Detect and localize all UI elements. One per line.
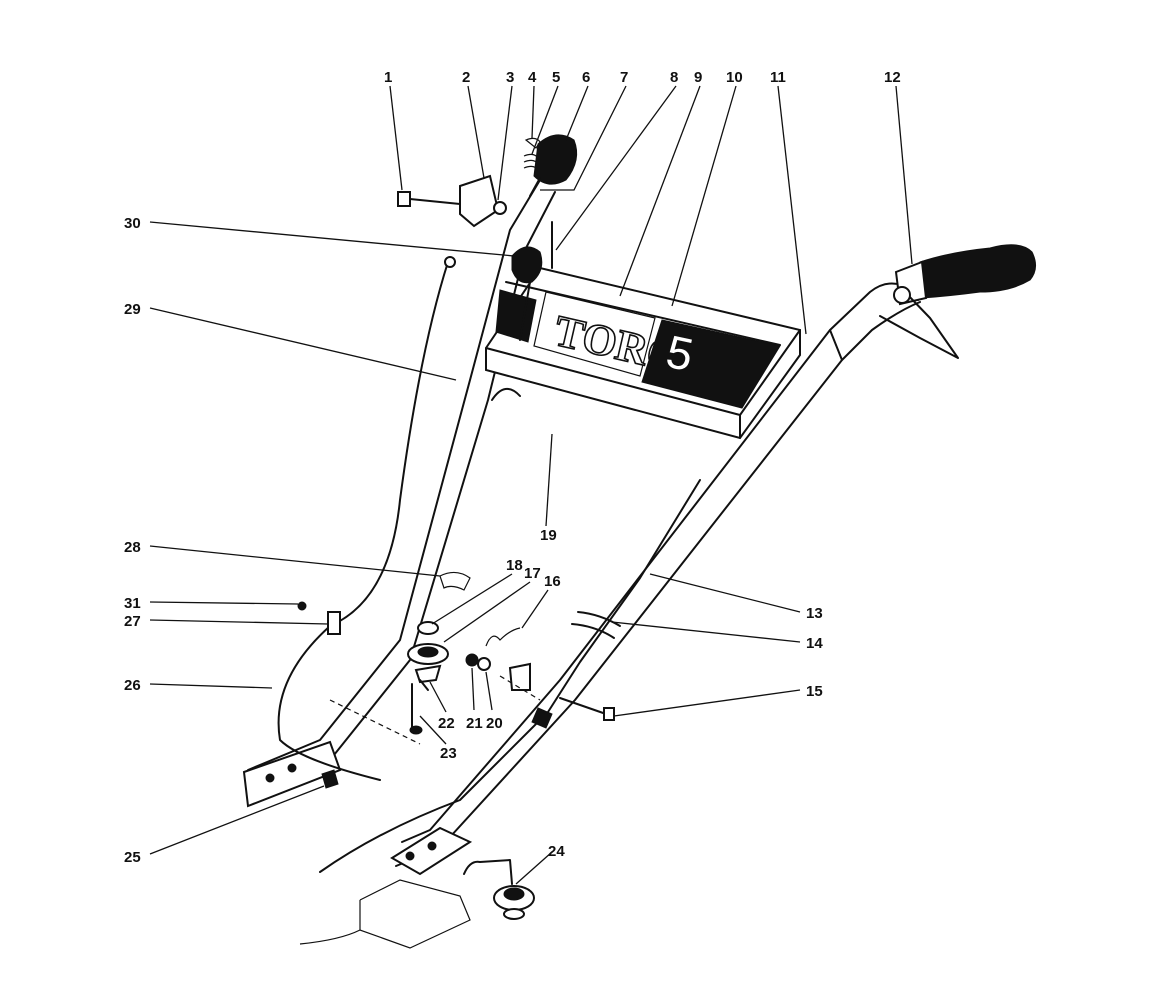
callout-1: 1 [384,69,392,86]
bolt-15 [559,697,615,721]
callout-23: 23 [440,745,457,762]
callout-13: 13 [806,605,823,622]
callout-29: 29 [124,301,141,318]
callout-19: 19 [540,527,557,544]
callout-21: 21 [466,715,483,732]
callout-18: 18 [506,557,523,574]
callout-17: 17 [524,565,541,582]
callout-20: 20 [486,715,503,732]
callout-7: 7 [620,69,628,86]
callout-4: 4 [528,69,537,86]
lower-parts [321,769,535,920]
control-panel: TORO 5 [485,266,801,440]
phantom-base [299,879,471,949]
right-cable [319,479,701,873]
shift-knobs [511,134,578,341]
callout-15: 15 [806,683,823,700]
callout-26: 26 [124,677,141,694]
callout-5: 5 [552,69,560,86]
callout-6: 6 [582,69,590,86]
callout-14: 14 [806,635,823,652]
callout-31: 31 [124,595,141,612]
callout-30: 30 [124,215,141,232]
callout-labels: 1 2 3 4 5 6 7 8 9 10 11 12 13 14 15 16 1… [124,69,901,866]
callout-3: 3 [506,69,514,86]
callout-24: 24 [548,843,565,860]
callout-2: 2 [462,69,470,86]
callout-12: 12 [884,69,901,86]
left-cable [277,256,521,781]
callout-8: 8 [670,69,678,86]
callout-9: 9 [694,69,702,86]
callout-22: 22 [438,715,455,732]
callout-16: 16 [544,573,561,590]
callout-28: 28 [124,539,141,556]
callout-27: 27 [124,613,141,630]
left-handle [242,179,556,808]
pulley-parts [329,571,541,745]
top-hardware [397,137,541,228]
leader-lines [149,85,913,885]
callout-11: 11 [770,69,786,86]
callout-25: 25 [124,849,141,866]
control-lever [879,286,959,359]
callout-10: 10 [726,69,743,86]
handle-grip [894,244,1036,306]
